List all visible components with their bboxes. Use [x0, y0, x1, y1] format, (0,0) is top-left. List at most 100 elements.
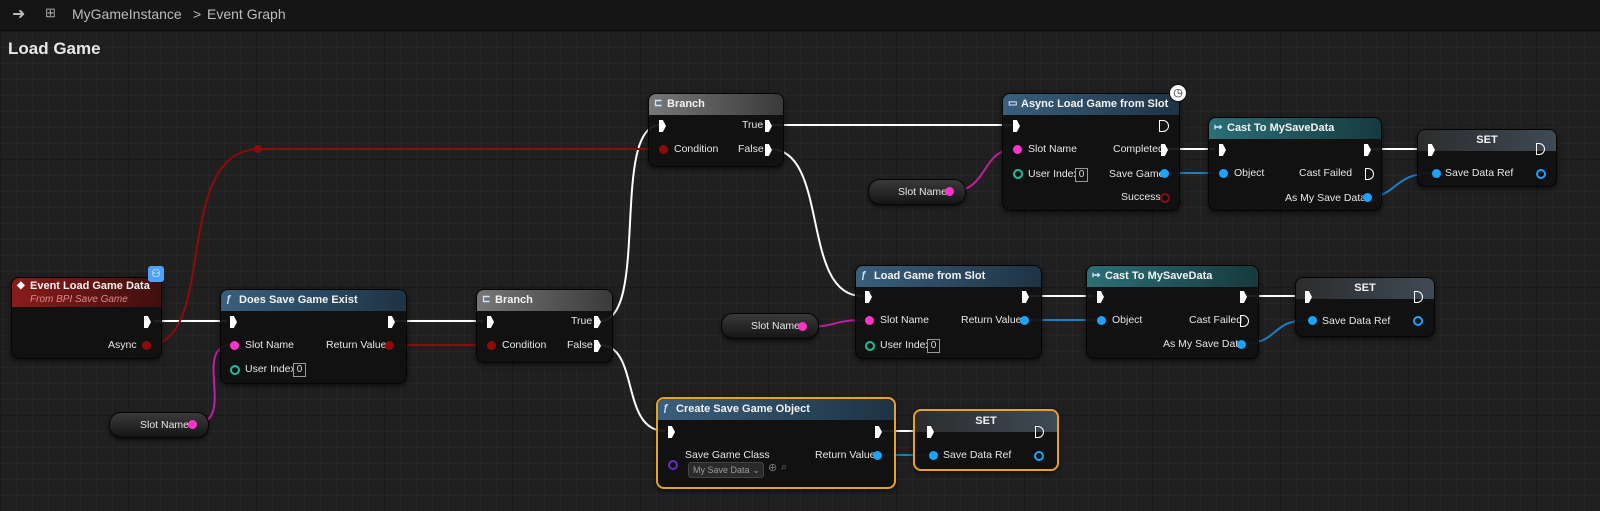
- cast-icon: ↦: [1214, 122, 1223, 133]
- node-header: SET: [1296, 278, 1434, 299]
- slot-name-out-pin[interactable]: [798, 322, 807, 331]
- user-index-pin[interactable]: [1013, 169, 1023, 179]
- node-header: SET: [1418, 130, 1556, 151]
- save-game-class-dropdown[interactable]: My Save Data⌄: [688, 462, 764, 478]
- success-pin[interactable]: [1160, 193, 1170, 203]
- node-title: Cast To MySaveData: [1227, 122, 1335, 134]
- pin-label-false: False: [738, 143, 764, 155]
- return-value-pin[interactable]: [385, 341, 394, 350]
- pin-label-save-data-ref: Save Data Ref: [1322, 315, 1391, 327]
- save-game-class-pin[interactable]: [668, 460, 678, 470]
- branch-node-1[interactable]: ⊏Branch Condition True False: [476, 289, 613, 363]
- exec-wire: [769, 148, 863, 297]
- search-icon[interactable]: ⌕: [781, 461, 788, 473]
- condition-pin[interactable]: [487, 341, 496, 350]
- set-node-save-data-ref-2[interactable]: SET Save Data Ref: [1295, 277, 1435, 337]
- back-arrow-icon[interactable]: ➜: [12, 6, 26, 23]
- cast-failed-exec-pin[interactable]: [1365, 168, 1374, 180]
- graph-title: Load Game: [8, 39, 101, 58]
- variable-label: Slot Name: [898, 186, 948, 198]
- pin-label-save-data-ref: Save Data Ref: [1445, 167, 1514, 179]
- slot-name-pin[interactable]: [230, 341, 239, 350]
- slot-name-pin[interactable]: [865, 316, 874, 325]
- slot-name-out-pin[interactable]: [945, 187, 954, 196]
- browse-add-icon[interactable]: ⊕: [768, 462, 778, 474]
- save-data-ref-in-pin[interactable]: [929, 451, 938, 460]
- pin-label-success: Success: [1121, 191, 1161, 203]
- user-index-input[interactable]: 0: [927, 339, 940, 353]
- function-icon: ƒ: [663, 403, 669, 414]
- pin-label-as-my-save-data: As My Save Data: [1163, 338, 1245, 350]
- pin-label-return-value: Return Value: [815, 449, 876, 461]
- node-header: ↦ Cast To MySaveData: [1087, 266, 1258, 287]
- replicated-icon: ⚇: [148, 266, 164, 282]
- exec-out-pin[interactable]: [1414, 291, 1423, 303]
- condition-pin[interactable]: [659, 145, 668, 154]
- object-pin[interactable]: [1219, 169, 1228, 178]
- pin-label-return-value: Return Value: [961, 314, 1022, 326]
- set-node-save-data-ref-3[interactable]: SET Save Data Ref: [913, 409, 1059, 471]
- graph-hierarchy-icon: ⊞: [45, 5, 56, 20]
- cast-failed-exec-pin[interactable]: [1240, 315, 1249, 327]
- exec-out-pin-empty[interactable]: [1159, 120, 1169, 132]
- breadcrumb-blueprint[interactable]: MyGameInstance: [72, 6, 182, 22]
- variable-getter-slot-name-1[interactable]: Slot Name: [109, 412, 209, 438]
- as-my-save-data-pin[interactable]: [1363, 193, 1372, 202]
- pin-label-async: Async: [108, 339, 137, 351]
- event-node-load-game-data[interactable]: ◆ Event Load Game Data From BPI Save Gam…: [11, 277, 162, 359]
- cast-node-mysavedata-2[interactable]: ↦ Cast To MySaveData Object Cast Failed A…: [1086, 265, 1259, 359]
- node-header: ↦ Cast To MySaveData: [1209, 118, 1381, 139]
- branch-node-2[interactable]: ⊏Branch Condition True False: [648, 93, 784, 167]
- cast-icon: ↦: [1092, 270, 1101, 281]
- set-node-save-data-ref-1[interactable]: SET Save Data Ref: [1417, 129, 1557, 187]
- cast-node-mysavedata-1[interactable]: ↦Cast To MySaveData Object Cast Failed A…: [1208, 117, 1382, 211]
- node-subtitle: From BPI Save Game: [30, 294, 128, 305]
- pin-label-cast-failed: Cast Failed: [1189, 314, 1243, 326]
- function-node-async-load-game-from-slot[interactable]: ▭Async Load Game from Slot Slot Name Use…: [1002, 93, 1180, 211]
- pin-label-slot-name: Slot Name: [1028, 143, 1078, 155]
- breadcrumb-graph[interactable]: Event Graph: [207, 6, 286, 22]
- variable-getter-slot-name-3[interactable]: Slot Name: [721, 313, 819, 339]
- save-game-pin[interactable]: [1160, 169, 1169, 178]
- event-diamond-icon: ◆: [17, 280, 25, 291]
- object-pin[interactable]: [1097, 316, 1106, 325]
- save-data-ref-in-pin[interactable]: [1432, 169, 1441, 178]
- exec-wire: [599, 124, 661, 322]
- reroute-knot: [254, 145, 262, 153]
- user-index-pin[interactable]: [865, 341, 875, 351]
- return-value-pin[interactable]: [873, 451, 882, 460]
- pin-label-condition: Condition: [502, 339, 547, 351]
- node-title: SET: [975, 415, 997, 427]
- dropdown-value: My Save Data: [693, 465, 750, 475]
- branch-icon: ⊏: [482, 294, 491, 305]
- save-data-ref-out-pin[interactable]: [1034, 451, 1044, 461]
- node-header: ▭Async Load Game from Slot: [1003, 94, 1179, 115]
- slot-name-pin[interactable]: [1013, 145, 1022, 154]
- user-index-input[interactable]: 0: [1075, 168, 1088, 182]
- user-index-input[interactable]: 0: [293, 363, 306, 377]
- exec-out-pin[interactable]: [1536, 143, 1545, 155]
- exec-out-pin[interactable]: [1035, 426, 1044, 438]
- function-icon: ƒ: [861, 270, 867, 281]
- pin-label-slot-name: Slot Name: [880, 314, 930, 326]
- variable-getter-slot-name-2[interactable]: Slot Name: [868, 179, 966, 205]
- pin-label-object: Object: [1112, 314, 1143, 326]
- node-title: SET: [1354, 282, 1376, 294]
- save-data-ref-out-pin[interactable]: [1536, 169, 1546, 179]
- as-my-save-data-pin[interactable]: [1237, 340, 1246, 349]
- return-value-pin[interactable]: [1020, 316, 1029, 325]
- node-title: Cast To MySaveData: [1105, 270, 1213, 282]
- save-data-ref-in-pin[interactable]: [1308, 316, 1317, 325]
- user-index-pin[interactable]: [230, 365, 240, 375]
- slot-name-out-pin[interactable]: [188, 420, 197, 429]
- async-pin[interactable]: [142, 341, 151, 350]
- node-title: Does Save Game Exist: [239, 294, 358, 306]
- save-data-ref-out-pin[interactable]: [1413, 316, 1423, 326]
- pin-label-condition: Condition: [674, 143, 719, 155]
- pin-label-save-game-class: Save Game Class: [685, 449, 770, 461]
